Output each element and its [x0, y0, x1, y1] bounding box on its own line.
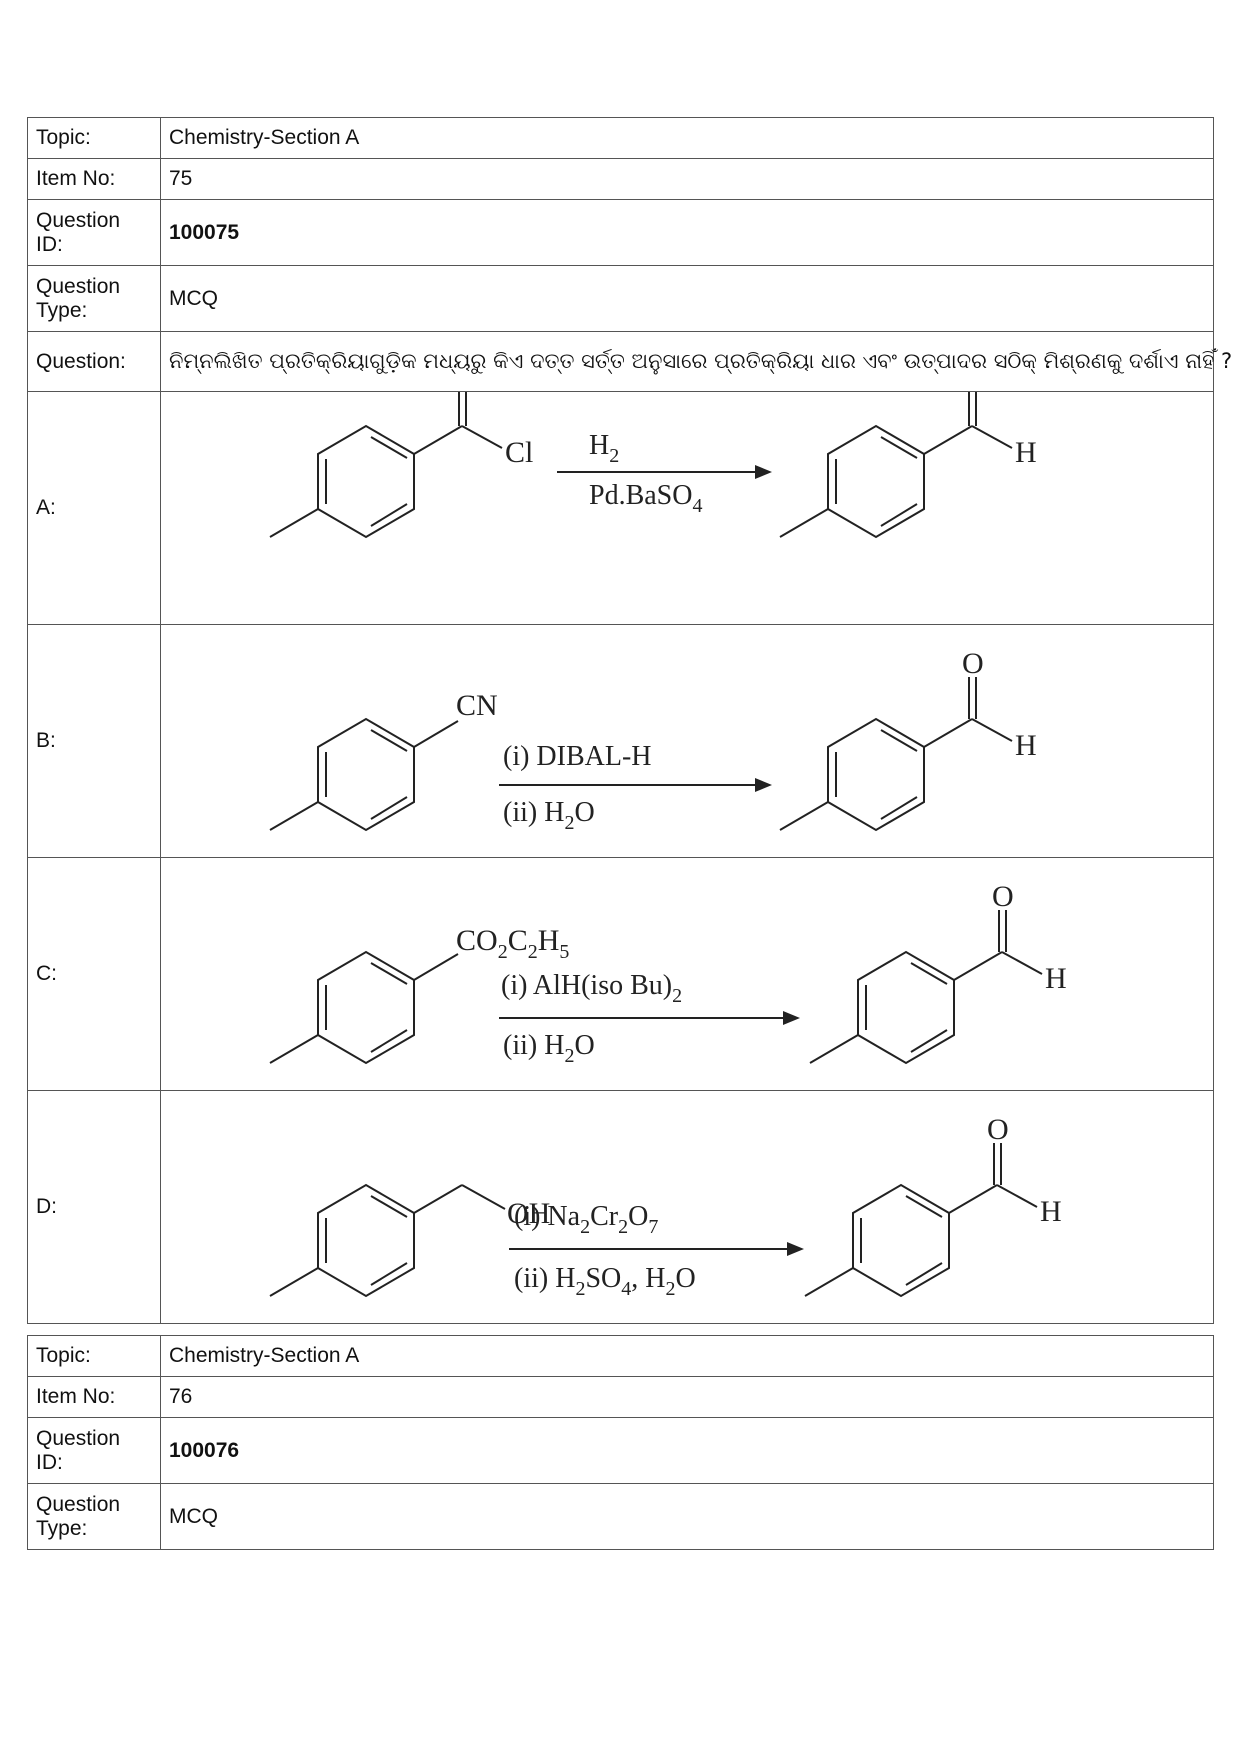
option-b-reagent-bottom: (ii) H2O [503, 797, 595, 834]
product-aldehyde: O H [804, 1113, 1062, 1298]
topic-value: Chemistry-Section A [160, 1335, 1214, 1377]
option-c-reagent-top: (i) AlH(iso Bu)2 [501, 970, 682, 1007]
option-b-reagent-top: (i) DIBAL-H [503, 741, 652, 772]
item-no-label: Item No: [27, 158, 161, 200]
product-hydrogen-label: H [1040, 1195, 1062, 1228]
option-b-substituent: CN [456, 689, 498, 722]
option-b-reaction: CN (i) DIBAL-H (ii) H2O O H [160, 624, 1214, 858]
topic-label: Topic: [27, 1335, 161, 1377]
option-d-reagent-top: (i) Na2Cr2O7 [514, 1201, 658, 1238]
question-label: Question: [27, 331, 161, 392]
question-text: ନିମ୍ନଲିଖିତ ପ୍ରତିକ୍ରିୟାଗୁଡ଼ିକ ମଧ୍ୟରୁ କିଏ … [160, 331, 1232, 392]
option-d-substituent: OH [507, 1197, 550, 1230]
option-c-scheme: CO2C2H5 (i) AlH(iso Bu)2 (ii) H2O O [269, 880, 1067, 1067]
question-76-table: Topic: Chemistry-Section A Item No: 76 Q… [27, 1335, 1214, 1550]
reactant-benzene-ring [269, 950, 459, 1065]
option-a-reaction: O Cl H2 Pd.BaSO4 O H [160, 354, 1214, 625]
option-b-label: B: [27, 624, 161, 858]
product-hydrogen-label: H [1015, 436, 1037, 469]
question-type-value: MCQ [160, 1483, 1214, 1550]
topic-value: Chemistry-Section A [160, 117, 1214, 159]
option-b-scheme: CN (i) DIBAL-H (ii) H2O O H [269, 647, 1037, 834]
product-oxygen-label: O [962, 647, 984, 680]
question-type-value: MCQ [160, 265, 1214, 332]
product-hydrogen-label: H [1045, 962, 1067, 995]
option-d-label: D: [27, 1090, 161, 1324]
product-hydrogen-label: H [1015, 729, 1037, 762]
arrow-head [783, 1011, 800, 1025]
item-no-label: Item No: [27, 1376, 161, 1418]
option-d-reaction: OH (i) Na2Cr2O7 (ii) H2SO4, H2O O H [160, 1090, 1214, 1324]
product-aldehyde: O H [779, 354, 1037, 539]
question-id-value: 100076 [160, 1417, 1214, 1484]
topic-label: Topic: [27, 117, 161, 159]
arrow-head [755, 465, 772, 479]
item-no-value: 75 [160, 158, 1214, 200]
item-no-value: 76 [160, 1376, 1214, 1418]
option-a-substituent: Cl [505, 436, 533, 469]
option-c-substituent: CO2C2H5 [456, 924, 569, 963]
option-a-label: A: [27, 391, 161, 625]
reactant-benzene-ring [269, 1183, 506, 1298]
product-oxygen-label: O [987, 1113, 1009, 1146]
option-d-scheme: OH (i) Na2Cr2O7 (ii) H2SO4, H2O O H [269, 1113, 1062, 1300]
question-type-label: Question Type: [27, 1483, 161, 1550]
arrow-head [787, 1242, 804, 1256]
option-c-reagent-bottom: (ii) H2O [503, 1030, 595, 1067]
product-aldehyde: O H [779, 647, 1037, 832]
product-oxygen-label: O [992, 880, 1014, 913]
option-c-reaction: CO2C2H5 (i) AlH(iso Bu)2 (ii) H2O O [160, 857, 1214, 1091]
product-aldehyde: O H [809, 880, 1067, 1065]
option-a-reagent-bottom: Pd.BaSO4 [589, 480, 702, 517]
arrow-head [755, 778, 772, 792]
question-id-value: 100075 [160, 199, 1214, 266]
question-75-table: Topic: Chemistry-Section A Item No: 75 Q… [27, 117, 1232, 1324]
question-id-label: Question ID: [27, 199, 161, 266]
question-id-label: Question ID: [27, 1417, 161, 1484]
reactant-benzene-ring [269, 424, 463, 539]
reactant-benzene-ring [269, 717, 459, 832]
option-c-label: C: [27, 857, 161, 1091]
question-type-label: Question Type: [27, 265, 161, 332]
option-d-reagent-bottom: (ii) H2SO4, H2O [514, 1263, 696, 1300]
option-a-reagent-top: H2 [589, 430, 619, 467]
option-a-scheme: O Cl H2 Pd.BaSO4 O H [269, 354, 1037, 539]
